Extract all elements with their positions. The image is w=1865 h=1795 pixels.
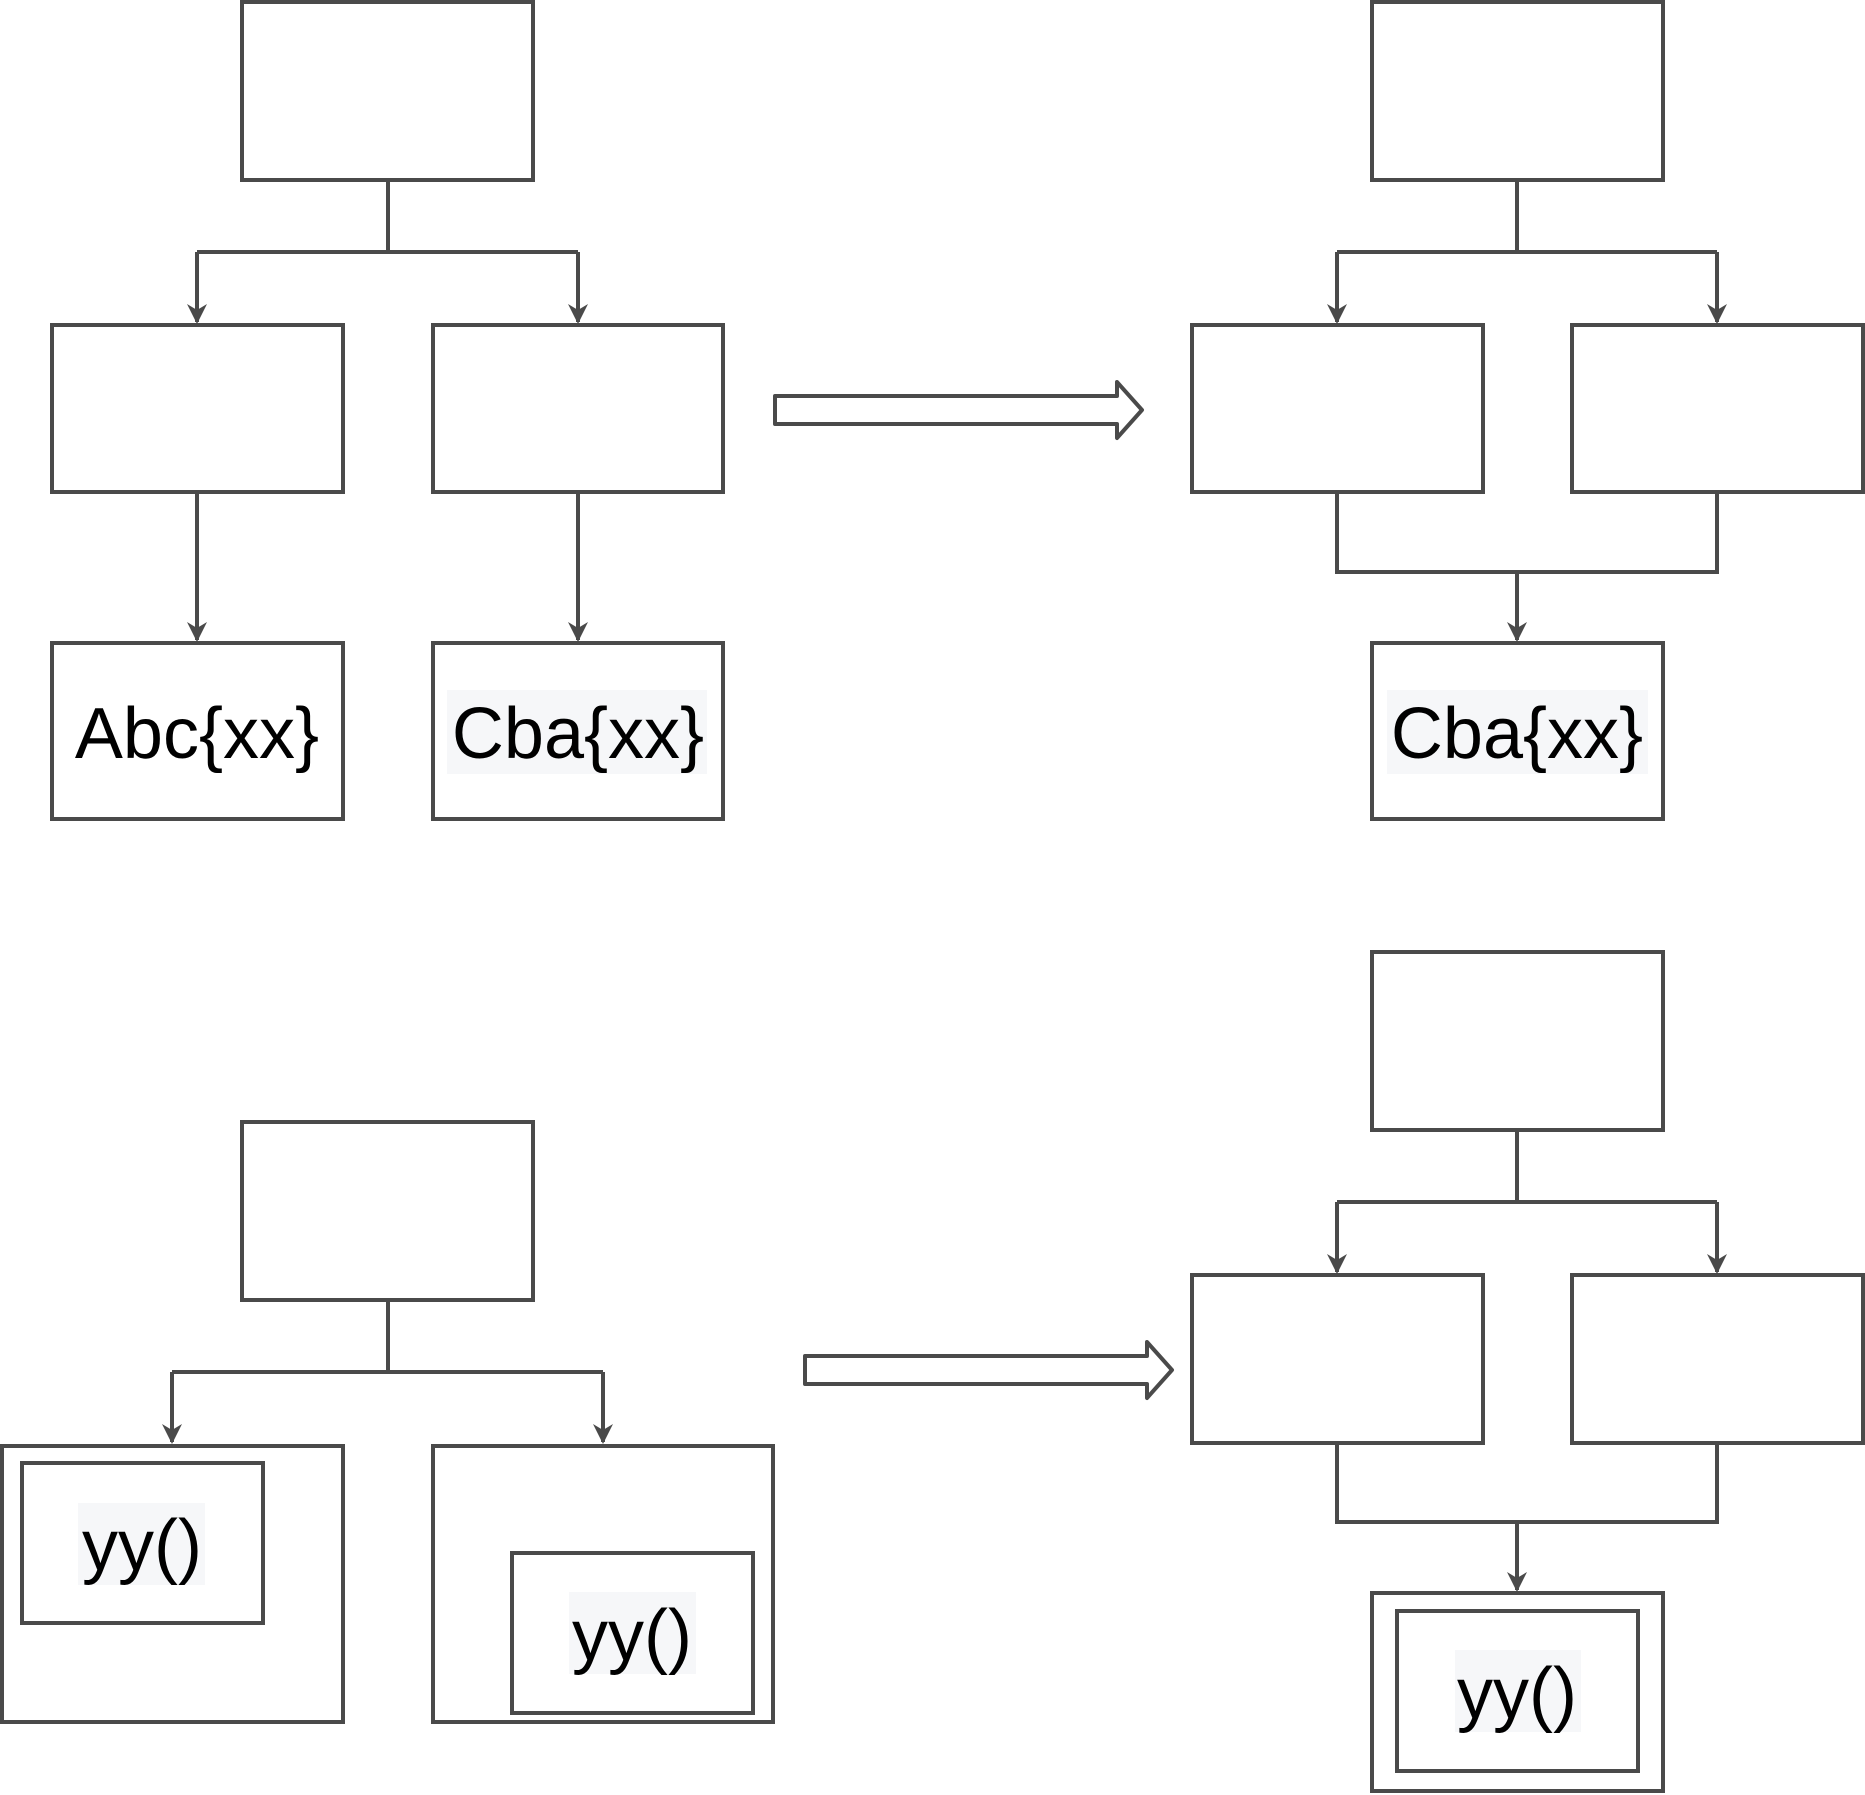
tr-merged-leaf-label: Cba{xx}	[1391, 694, 1643, 774]
bottom-transform-arrow	[803, 1340, 1174, 1400]
tr-left-child-box	[1190, 323, 1485, 494]
bl-root-connector	[172, 1300, 603, 1374]
bottom-left-tree: yy() yy()	[0, 1120, 775, 1724]
bl-right-inner-highlight	[569, 1592, 696, 1674]
tr-root-connector	[1337, 180, 1717, 254]
tl-root-connector	[197, 180, 578, 254]
br-merged-inner-highlight	[1455, 1650, 1581, 1732]
tr-merge-connector	[1335, 492, 1719, 640]
top-right-tree: Cba{xx}	[1190, 0, 1865, 821]
tl-right-child-box	[431, 323, 725, 494]
tr-merged-leaf-highlight	[1387, 690, 1648, 774]
bl-root-box	[240, 1120, 535, 1302]
br-root-box	[1370, 950, 1665, 1132]
br-left-child-box	[1190, 1273, 1485, 1445]
tr-right-child-box	[1570, 323, 1865, 494]
bl-left-inner-highlight	[78, 1503, 205, 1585]
bl-right-inner-label: yy()	[572, 1596, 692, 1676]
br-merged-leaf-label: yy()	[1457, 1654, 1577, 1734]
tl-left-leaf-label: Abc{xx}	[75, 694, 319, 774]
tr-root-box	[1370, 0, 1665, 182]
br-root-connector	[1337, 1130, 1717, 1204]
tl-root-box	[240, 0, 535, 182]
bottom-right-tree: yy()	[1190, 950, 1865, 1793]
br-merge-connector	[1335, 1443, 1719, 1590]
tl-right-leaf-highlight	[447, 690, 707, 774]
tl-left-leaf-box	[50, 641, 345, 821]
br-right-child-box	[1570, 1273, 1865, 1445]
tl-left-child-box	[50, 323, 345, 494]
bl-left-inner-label: yy()	[82, 1506, 202, 1586]
tl-right-leaf-label: Cba{xx}	[452, 694, 704, 774]
top-transform-arrow	[773, 380, 1144, 440]
top-left-tree: Abc{xx} Cba{xx}	[50, 0, 725, 821]
